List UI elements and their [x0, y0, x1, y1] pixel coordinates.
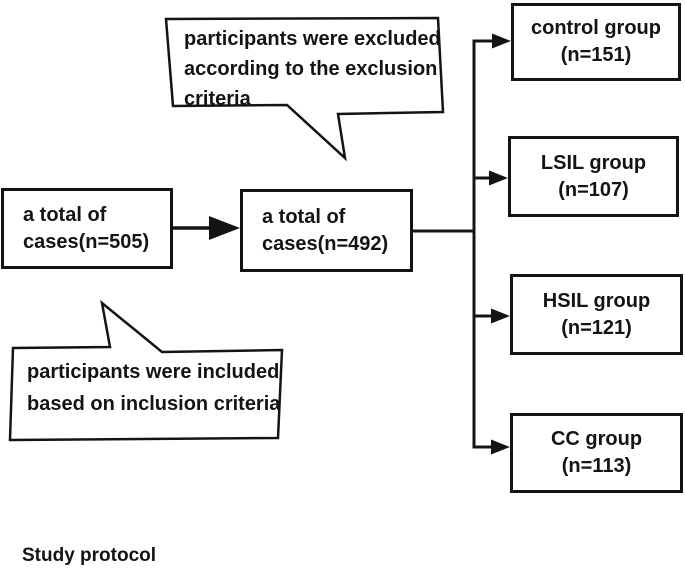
box-label-line: CC group — [550, 428, 643, 450]
exclusion-callout-bubble — [164, 16, 445, 162]
inclusion-callout-bubble — [8, 299, 284, 442]
callout-line: participants were included — [27, 361, 280, 383]
box-total-cases-492: a total of cases(n=492) — [240, 189, 413, 272]
box-label-line: (n=151) — [560, 44, 632, 66]
box-control-group: control group (n=151) — [511, 3, 681, 81]
arrow-to-hsil-group — [474, 308, 510, 324]
arrowhead-icon — [209, 216, 240, 240]
arrow-to-control-group — [474, 33, 511, 49]
box-label-line: HSIL group — [542, 289, 651, 312]
figure-caption: Study protocol — [22, 545, 157, 566]
box-label-line: (n=107) — [558, 178, 629, 201]
box-label-line: (n=121) — [561, 316, 632, 339]
box-label-line: cases(n=505) — [23, 230, 150, 253]
box-total-cases-505: a total of cases(n=505) — [1, 188, 173, 269]
box-label-line: LSIL group — [540, 151, 647, 174]
box-lsil-group: LSIL group (n=107) — [508, 136, 679, 217]
arrowhead-icon — [491, 308, 510, 324]
box-hsil-group: HSIL group (n=121) — [510, 274, 683, 355]
arrowhead-icon — [489, 170, 508, 186]
box-cc-group: CC group (n=113) — [510, 413, 683, 493]
arrow-to-lsil-group — [474, 170, 508, 186]
callout-line: based on inclusion criteria — [27, 393, 281, 415]
box-label-line: control group — [531, 17, 661, 39]
callout-line: criteria — [184, 88, 251, 110]
inclusion-callout-text: participants were included based on incl… — [27, 356, 280, 420]
callout-line: according to the exclusion — [184, 58, 438, 80]
arrowhead-icon — [491, 439, 510, 455]
callout-line: participants were excluded — [184, 28, 441, 50]
arrow-505-to-492 — [173, 216, 240, 240]
box-label-line: (n=113) — [561, 455, 632, 477]
box-label-line: cases(n=492) — [262, 232, 389, 255]
exclusion-callout-text: participants were excluded according to … — [184, 24, 441, 114]
arrowhead-icon — [492, 33, 511, 49]
box-label-line: a total of — [23, 203, 107, 226]
arrow-to-cc-group — [474, 439, 510, 455]
box-label-line: a total of — [262, 205, 346, 228]
